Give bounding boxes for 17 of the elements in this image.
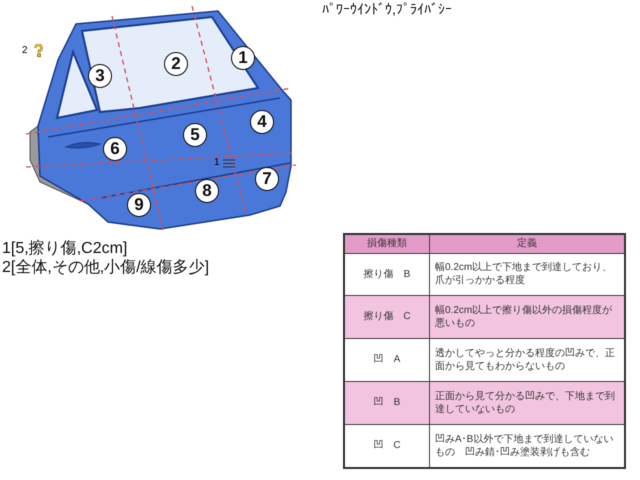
table-cell: 幅0.2cm以上で下地まで到達しており、爪が引っかかる程度 <box>430 253 625 295</box>
damage-note: 2[全体,その他,小傷/線傷多少] <box>2 258 210 278</box>
marker-number: 2 <box>22 45 28 56</box>
table-cell: 凹 C <box>344 424 430 468</box>
table-cell: 幅0.2cm以上で擦り傷以外の損傷程度が悪いもの <box>430 295 625 338</box>
title: ﾊﾟﾜｰｳｲﾝﾄﾞｳ,ﾌﾟﾗｲﾊﾞｼｰ <box>322 1 452 17</box>
table-cell: 凹みA･B以外で下地まで到達していないもの 凹み錆･凹み塗装剥げも含む <box>430 424 625 468</box>
table-cell: 凹 A <box>344 338 430 381</box>
marker-number: 1 <box>214 157 220 168</box>
table-cell: 凹 B <box>344 381 430 424</box>
table-cell: 透かしてやっと分かる程度の凹みで、正面から見てもわからないもの <box>430 338 625 381</box>
header-cell: 損傷種類 <box>344 234 430 253</box>
table-cell: 正面から見て分かる凹みで、下地まで到達していないもの <box>430 381 625 424</box>
damage-note: 1[5,擦り傷,C2cm] <box>2 238 128 258</box>
header-cell: 定義 <box>430 234 625 253</box>
table-cell: 擦り傷 C <box>344 295 430 338</box>
table-cell: 擦り傷 B <box>344 253 430 295</box>
